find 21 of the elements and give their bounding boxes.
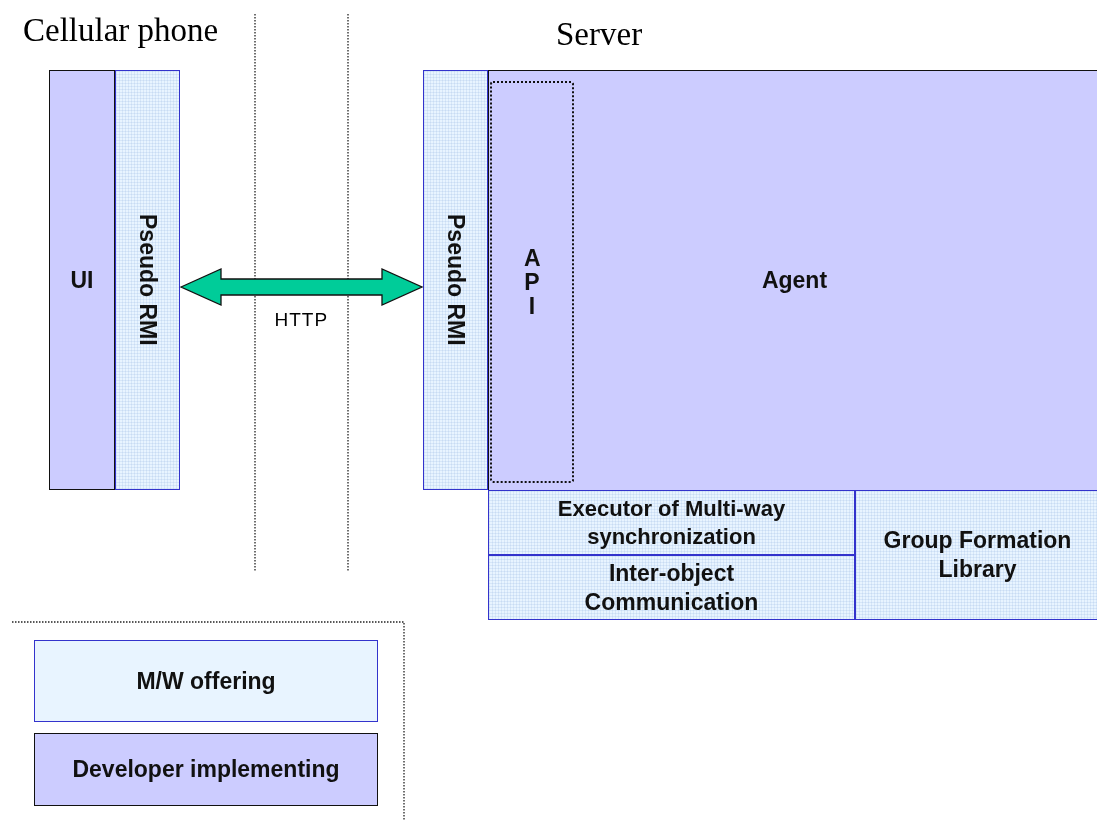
section-heading: Server <box>556 16 643 53</box>
middleware-box <box>855 490 1097 620</box>
double-arrow <box>179 268 424 306</box>
middleware-box <box>115 70 180 490</box>
middleware-box <box>423 70 488 490</box>
section-heading: Cellular phone <box>23 12 219 49</box>
box-label: UI <box>70 265 94 295</box>
box-label: API <box>523 245 541 319</box>
developer-box <box>49 70 115 490</box>
middleware-box <box>488 555 855 620</box>
box-label: Executor of Multi-way synchronization <box>556 495 787 550</box>
legend-label: Developer implementing <box>72 755 340 784</box>
box-label: Inter-object Communication <box>583 558 760 617</box>
box-label: Agent <box>761 266 828 295</box>
box-label: Pseudo RMI <box>441 214 470 346</box>
developer-box <box>488 70 1097 490</box>
legend-label: M/W offering <box>136 666 276 696</box>
middleware-box <box>488 490 855 555</box>
box-label: Pseudo RMI <box>133 214 162 346</box>
developer-box <box>490 81 574 483</box>
box-label: Group Formation Library <box>882 526 1073 584</box>
